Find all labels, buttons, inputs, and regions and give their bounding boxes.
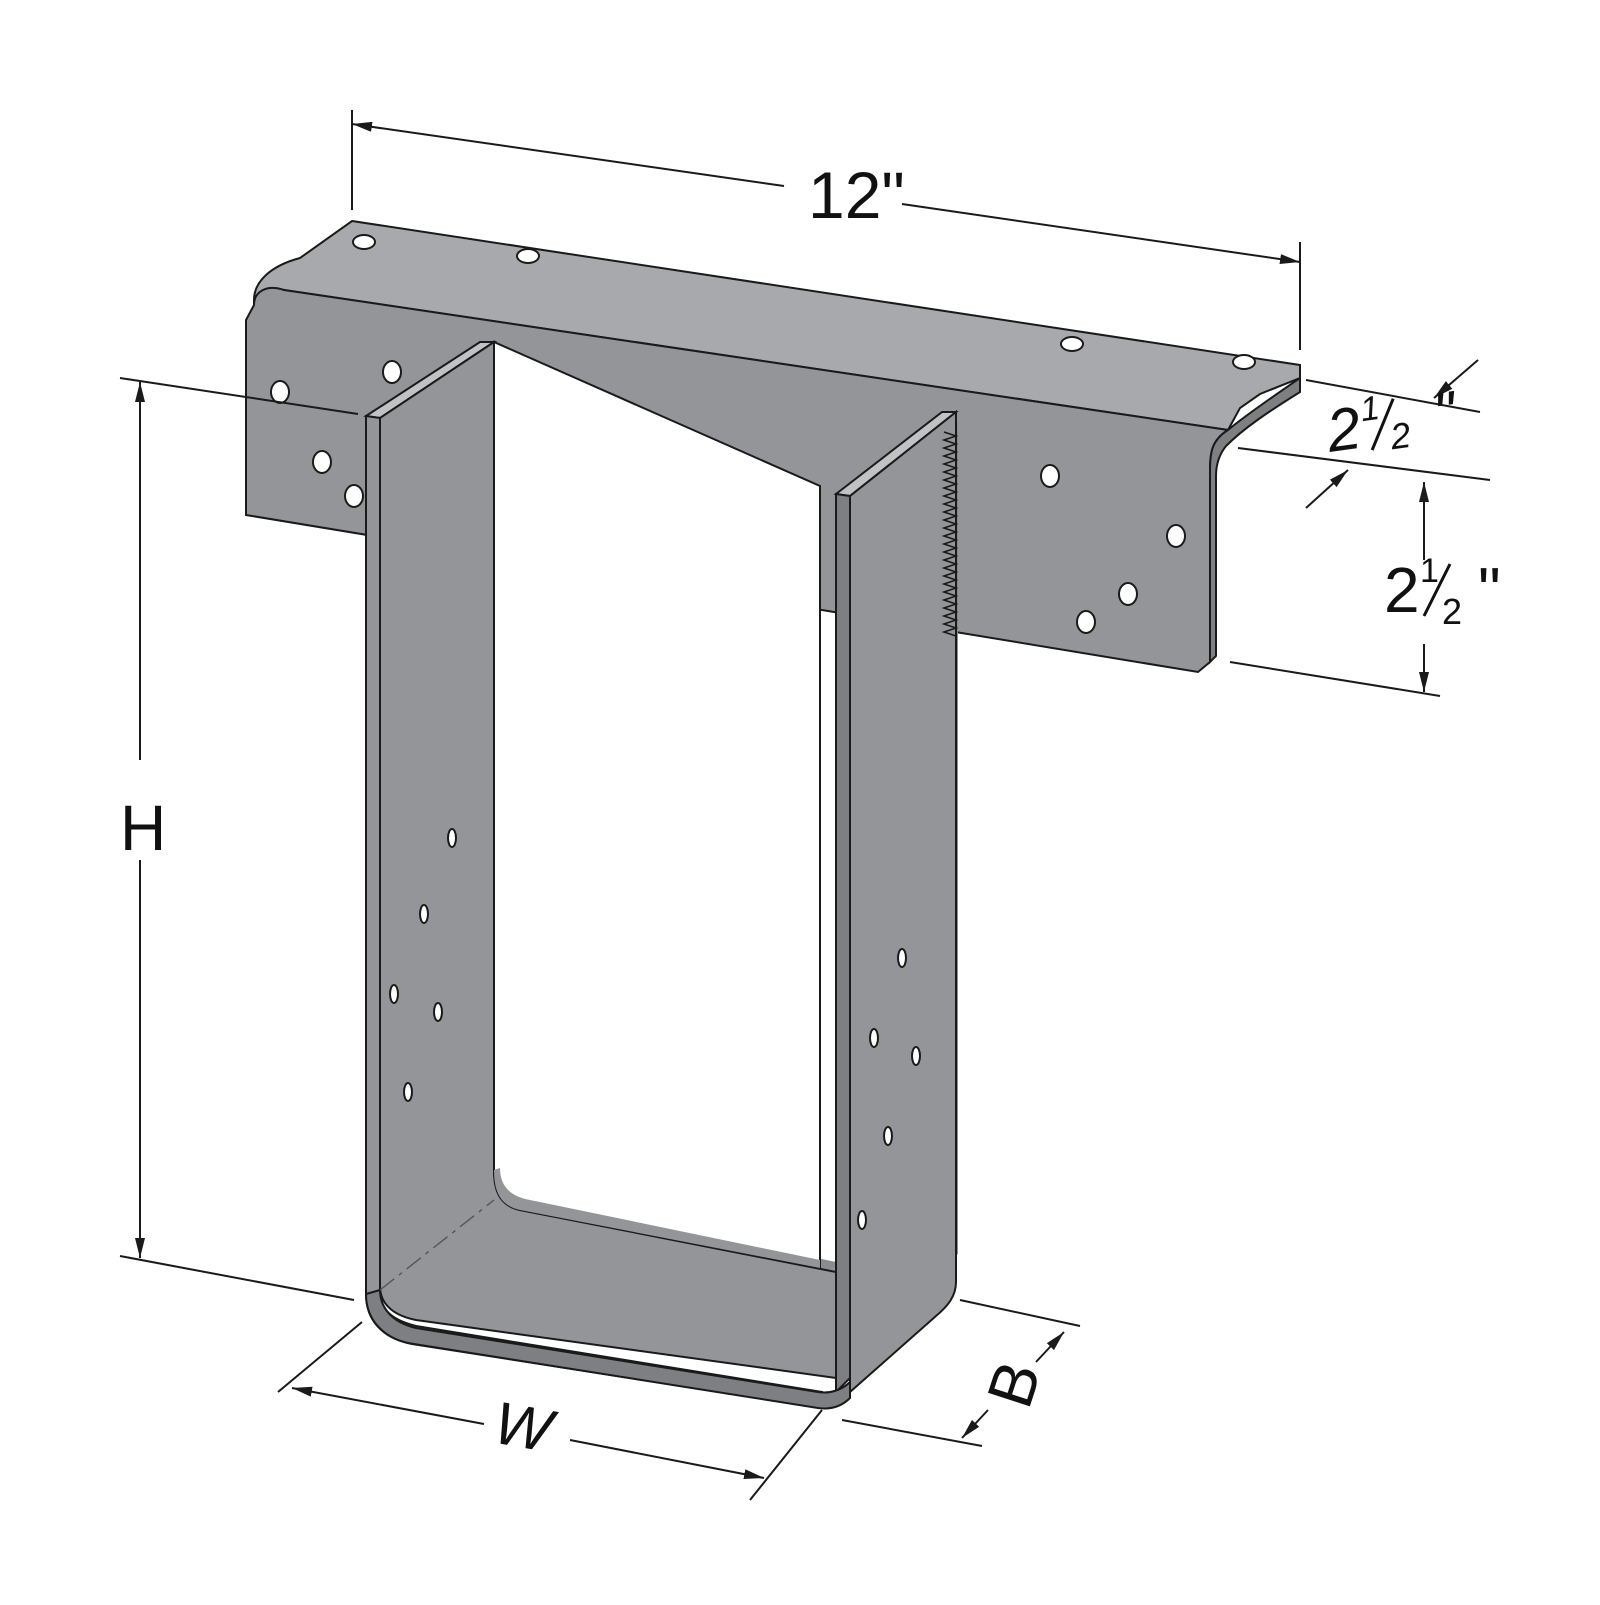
hole-leg-left-4 [433,1002,443,1022]
ext-depth-top [1305,379,1481,413]
hole-leg-right-3 [911,1046,921,1066]
hole-face-3 [312,450,332,474]
ext-depth-bottom [1237,447,1491,481]
ext-w-left [277,1321,363,1393]
label-depth-frac-bar [1370,398,1395,451]
label-flange-height: 2 1 2 " [1384,552,1501,632]
dim-depth-arrow-top [1433,359,1479,399]
right-leg-side [849,409,957,1395]
label-depth-frac-num: 1 [1358,389,1382,429]
strap-bottom [364,1199,851,1410]
strap-left-leg [363,340,837,1410]
face-plate-edge [1209,376,1301,665]
nail-holes [270,234,1256,1230]
bottom-bend-line [379,1199,495,1291]
hole-leg-left-1 [447,828,457,848]
label-w: W [489,1389,562,1466]
label-depth-unit: " [1429,378,1462,448]
label-height-frac-num: 1 [1420,552,1439,590]
hole-top-2 [516,248,540,264]
label-b: B [973,1353,1055,1416]
hole-face-5 [1040,464,1060,488]
dim-length-left [351,121,785,187]
hole-top-4 [1232,354,1256,370]
hole-face-4 [344,484,364,508]
dimension-lines [119,110,1491,1501]
dim-w-left [291,1386,485,1425]
hole-face-2 [382,360,402,384]
hole-leg-left-2 [419,904,429,924]
strap-window [493,340,821,1270]
dim-length-right [901,203,1301,265]
hole-leg-right-5 [857,1210,867,1230]
label-depth-frac-den: 2 [1387,414,1414,458]
label-top-flange-depth: 2 1 2 " [1321,378,1462,465]
hole-face-6 [1166,524,1186,548]
hole-leg-right-2 [869,1028,879,1048]
label-height-frac-bar [1422,563,1452,617]
label-height-frac-den: 2 [1442,591,1462,632]
label-length: 12" [808,158,905,232]
bottom-front-edge [364,1288,851,1410]
dim-b-bottom [961,1409,989,1439]
right-leg-face [835,492,851,1395]
window-bottom-floor [494,1168,820,1268]
weld-seam [941,431,959,637]
label-height-whole: 2 [1384,554,1420,626]
ext-h-top [119,377,359,415]
strap-right-leg [833,409,959,1395]
ext-h-bottom [119,1255,355,1301]
hole-top-1 [352,234,376,250]
label-height-unit: " [1478,554,1501,626]
hole-leg-right-1 [897,948,907,968]
hole-face-7 [1118,582,1138,606]
hole-top-3 [1060,336,1084,352]
dim-b-top [1035,1331,1065,1363]
label-depth-whole: 2 [1321,394,1364,465]
ext-flange-height-bottom [1229,661,1441,697]
ext-b-bottom [841,1419,983,1447]
dim-w-right [569,1439,765,1480]
hole-leg-left-3 [389,984,399,1004]
ext-w-right [749,1409,823,1501]
hole-leg-left-5 [403,1082,413,1102]
hole-leg-right-4 [883,1126,893,1146]
ext-b-top [959,1299,1081,1327]
hole-face-1 [270,380,290,404]
label-h: H [120,792,166,864]
dim-depth-arrow-bottom [1305,469,1349,509]
hole-face-8 [1076,610,1096,634]
